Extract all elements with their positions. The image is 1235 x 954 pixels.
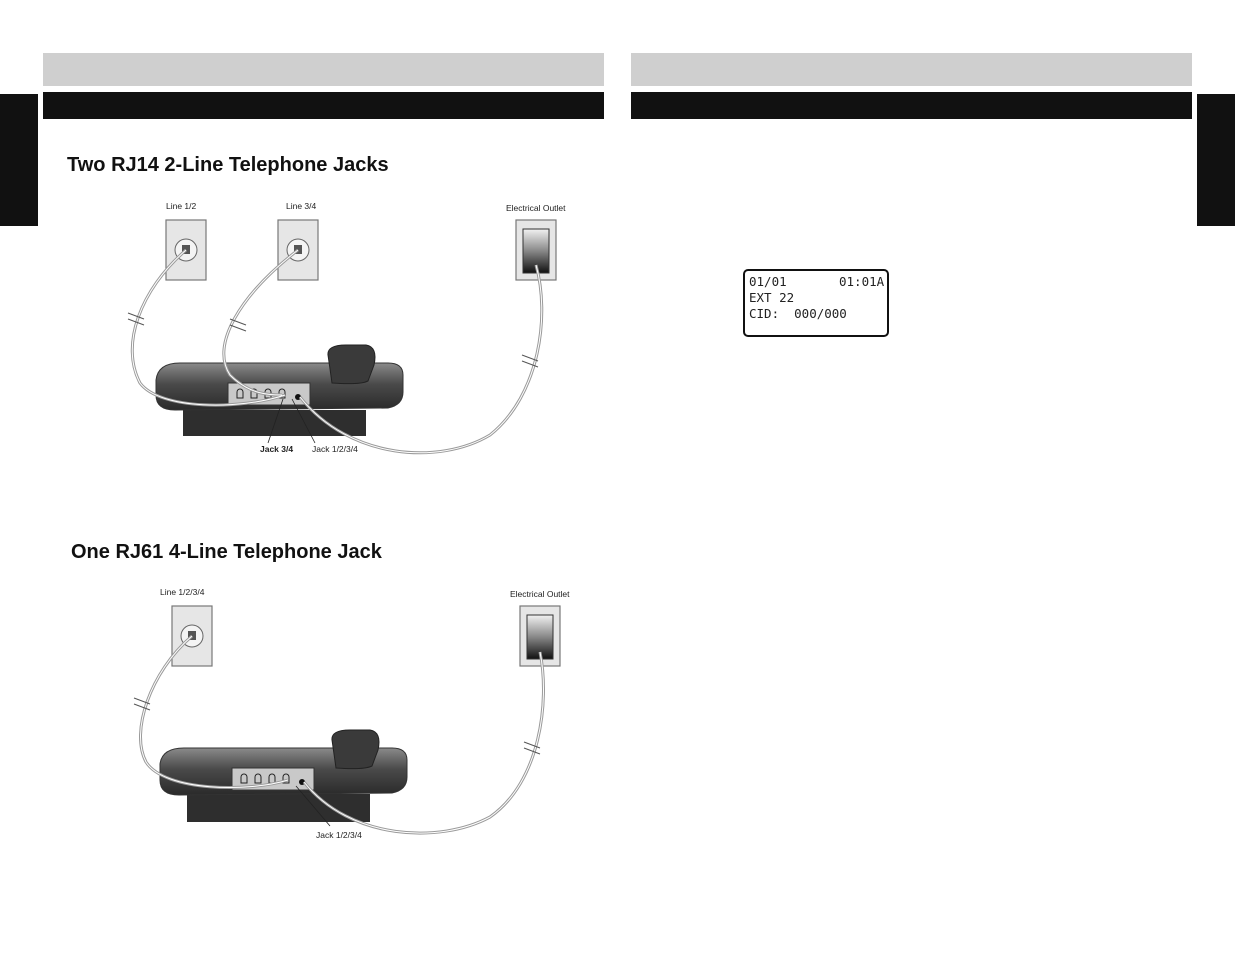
right-header-black-band bbox=[631, 92, 1192, 119]
right-header-gray-band bbox=[631, 53, 1192, 86]
left-side-tab bbox=[0, 94, 38, 226]
lcd-display: 01/01 01:01A EXT 22 CID: 000/000 bbox=[743, 269, 889, 337]
label-electrical-outlet: Electrical Outlet bbox=[510, 589, 570, 599]
telephone-base bbox=[159, 729, 408, 822]
label-jack-3-4: Jack 3/4 bbox=[260, 444, 293, 454]
label-jack-1-2-3-4: Jack 1/2/3/4 bbox=[316, 830, 362, 840]
section2-title: One RJ61 4-Line Telephone Jack bbox=[71, 541, 382, 563]
label-electrical-outlet: Electrical Outlet bbox=[506, 203, 566, 213]
label-line-3-4: Line 3/4 bbox=[286, 201, 317, 211]
wall-jack-line-3-4 bbox=[277, 219, 319, 281]
diagram-two-rj14: Line 1/2 Line 3/4 Electrical Outlet Jack… bbox=[127, 201, 566, 455]
label-jack-1-2-3-4: Jack 1/2/3/4 bbox=[312, 444, 358, 454]
lcd-date: 01/01 bbox=[749, 274, 787, 289]
label-line-1-2-3-4: Line 1/2/3/4 bbox=[160, 587, 205, 597]
left-header-black-band bbox=[43, 92, 604, 119]
section1-title: Two RJ14 2-Line Telephone Jacks bbox=[67, 154, 389, 176]
lcd-row-3: CID: 000/000 bbox=[749, 306, 847, 321]
telephone-base bbox=[155, 344, 404, 436]
left-header-gray-band bbox=[43, 53, 604, 86]
electrical-outlet bbox=[519, 605, 561, 667]
lcd-row-1: 01/01 01:01A bbox=[749, 274, 887, 290]
lcd-row-2: EXT 22 bbox=[749, 290, 795, 305]
label-line-1-2: Line 1/2 bbox=[166, 201, 197, 211]
lcd-time: 01:01A bbox=[839, 274, 885, 289]
right-side-tab bbox=[1197, 94, 1235, 226]
diagram-one-rj61: Line 1/2/3/4 Electrical Outlet Jack 1/2/… bbox=[133, 587, 570, 840]
